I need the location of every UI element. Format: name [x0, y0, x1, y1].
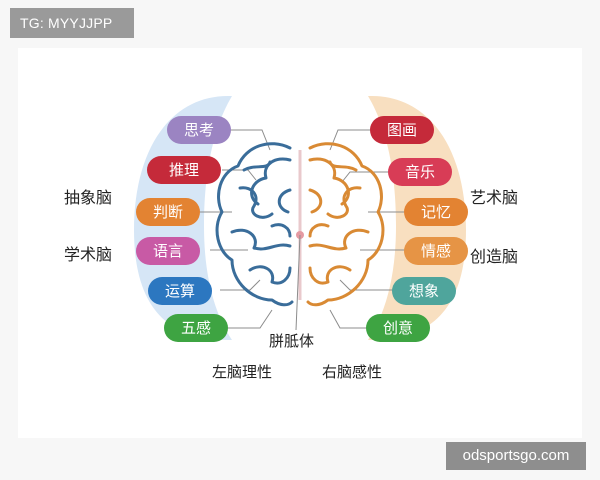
label-creativity: 创意	[366, 314, 430, 342]
group-art-brain: 艺术脑	[468, 186, 521, 210]
left-connectors	[200, 129, 273, 329]
label-language: 语言	[136, 237, 200, 265]
left-hemisphere	[215, 142, 294, 307]
label-imagination: 想象	[392, 277, 456, 305]
right-brain-caption: 右脑感性	[322, 363, 383, 381]
group-abstract-brain: 抽象脑	[62, 186, 115, 210]
watermark-bottom: odsportsgo.com	[446, 442, 586, 470]
group-academic-brain: 学术脑	[62, 243, 115, 267]
right-hemisphere	[306, 142, 385, 307]
left-brain-caption: 左脑理性	[212, 363, 273, 381]
center-label: 胼胝体	[269, 332, 315, 350]
label-music: 音乐	[388, 158, 452, 186]
label-calculation: 运算	[148, 277, 212, 305]
label-judgment: 判断	[136, 198, 200, 226]
label-emotion: 情感	[404, 237, 468, 265]
label-memory: 记忆	[404, 198, 468, 226]
watermark-top: TG: MYYJJPP	[10, 8, 134, 38]
corpus-callosum-pointer	[295, 234, 301, 331]
group-creative-brain: 创造脑	[468, 245, 521, 269]
label-think: 思考	[167, 116, 231, 144]
label-reasoning: 推理	[147, 156, 221, 184]
label-painting: 图画	[370, 116, 434, 144]
label-five-senses: 五感	[164, 314, 228, 342]
